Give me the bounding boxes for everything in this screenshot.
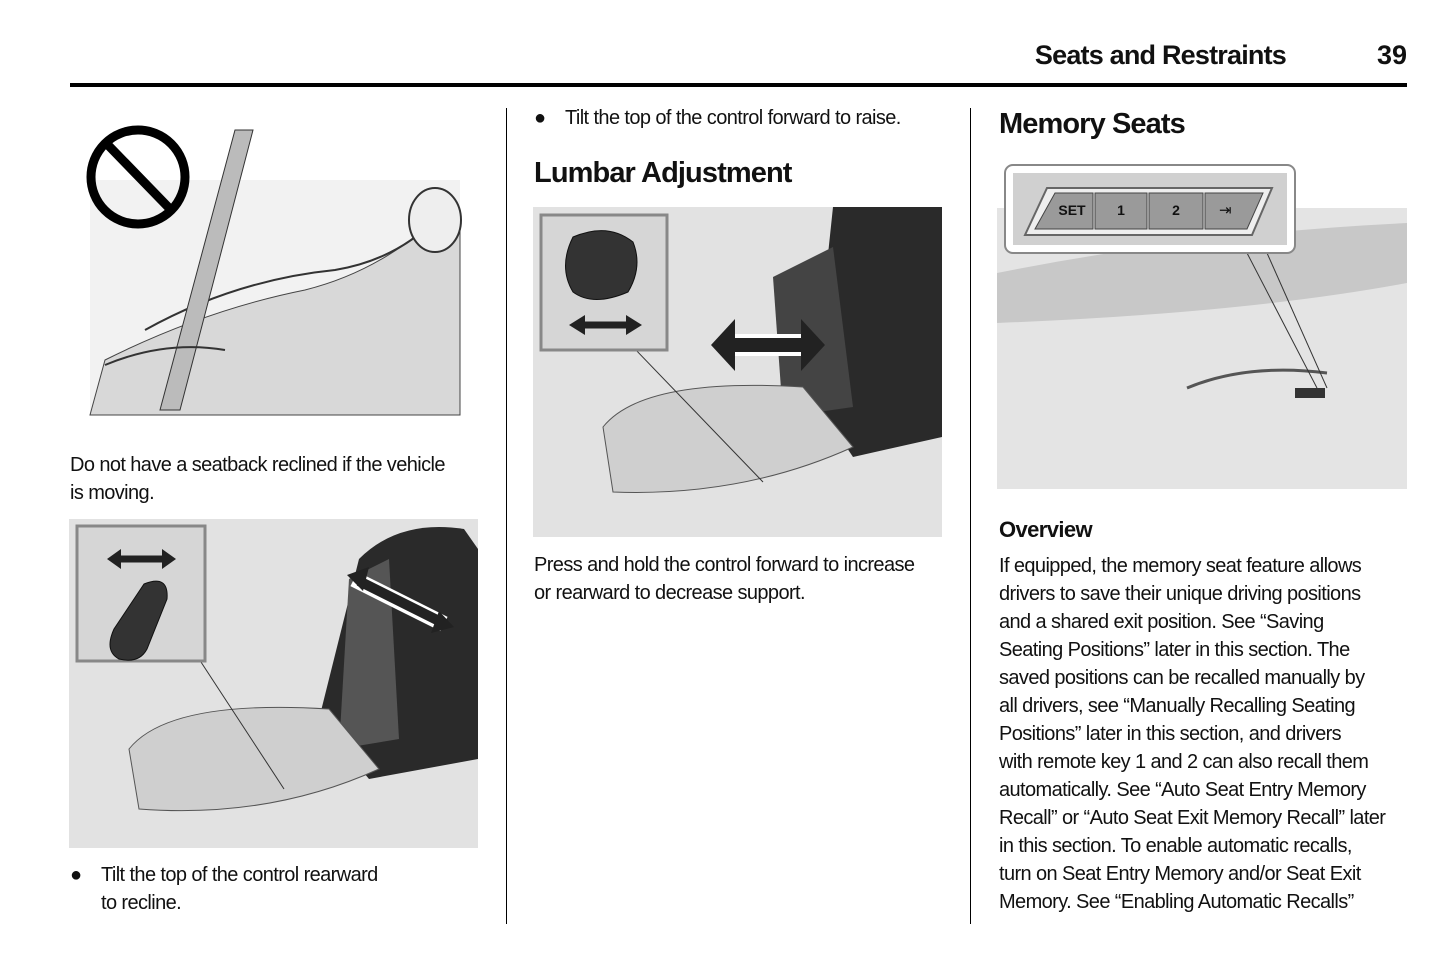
bullet-text: Tilt the top of the control forward to r… bbox=[565, 107, 901, 129]
bullet-text: to recline. bbox=[101, 892, 182, 914]
recline-control-illustration bbox=[69, 519, 478, 848]
body-line: Press and hold the control forward to in… bbox=[534, 554, 915, 576]
memory-button-2: 2 bbox=[1172, 202, 1180, 218]
column-divider bbox=[506, 108, 507, 924]
lumbar-control-illustration bbox=[533, 207, 942, 537]
body-line: Recall” or “Auto Seat Exit Memory Recall… bbox=[999, 807, 1386, 829]
body-line: with remote key 1 and 2 can also recall … bbox=[999, 751, 1369, 773]
body-line: Positions” later in this section, and dr… bbox=[999, 723, 1342, 745]
body-line: all drivers, see “Manually Recalling Sea… bbox=[999, 695, 1356, 717]
memory-seats-heading: Memory Seats bbox=[999, 108, 1186, 140]
column-divider bbox=[970, 108, 971, 924]
memory-button-1: 1 bbox=[1117, 202, 1125, 218]
body-line: Memory. See “Enabling Automatic Recalls” bbox=[999, 891, 1354, 913]
body-line: saved positions can be recalled manually… bbox=[999, 667, 1365, 689]
caption-line: Do not have a seatback reclined if the v… bbox=[70, 454, 445, 476]
section-title: Seats and Restraints bbox=[1034, 40, 1287, 70]
body-line: automatically. See “Auto Seat Entry Memo… bbox=[999, 779, 1366, 801]
body-line: Seating Positions” later in this section… bbox=[999, 639, 1350, 661]
body-line: in this section. To enable automatic rec… bbox=[999, 835, 1352, 857]
lumbar-heading: Lumbar Adjustment bbox=[534, 157, 792, 189]
body-line: If equipped, the memory seat feature all… bbox=[999, 555, 1362, 577]
memory-buttons-illustration: SET 1 2 ⇥ bbox=[997, 163, 1407, 489]
reclined-warning-illustration bbox=[85, 120, 465, 418]
page-number: 39 bbox=[1376, 40, 1407, 70]
memory-button-set: SET bbox=[1058, 202, 1086, 218]
overview-paragraph: If equipped, the memory seat feature all… bbox=[999, 552, 1386, 916]
bullet-text: Tilt the top of the control rearward bbox=[101, 864, 378, 886]
body-line: turn on Seat Entry Memory and/or Seat Ex… bbox=[999, 863, 1361, 885]
overview-subheading: Overview bbox=[999, 517, 1093, 542]
header-rule bbox=[70, 83, 1407, 87]
bullet-icon: ● bbox=[534, 107, 546, 129]
body-line: and a shared exit position. See “Saving bbox=[999, 611, 1324, 633]
exit-position-icon: ⇥ bbox=[1219, 202, 1232, 219]
caption-line: is moving. bbox=[70, 482, 155, 504]
body-line: or rearward to decrease support. bbox=[534, 582, 806, 604]
bullet-icon: ● bbox=[70, 864, 82, 886]
body-line: drivers to save their unique driving pos… bbox=[999, 583, 1361, 605]
